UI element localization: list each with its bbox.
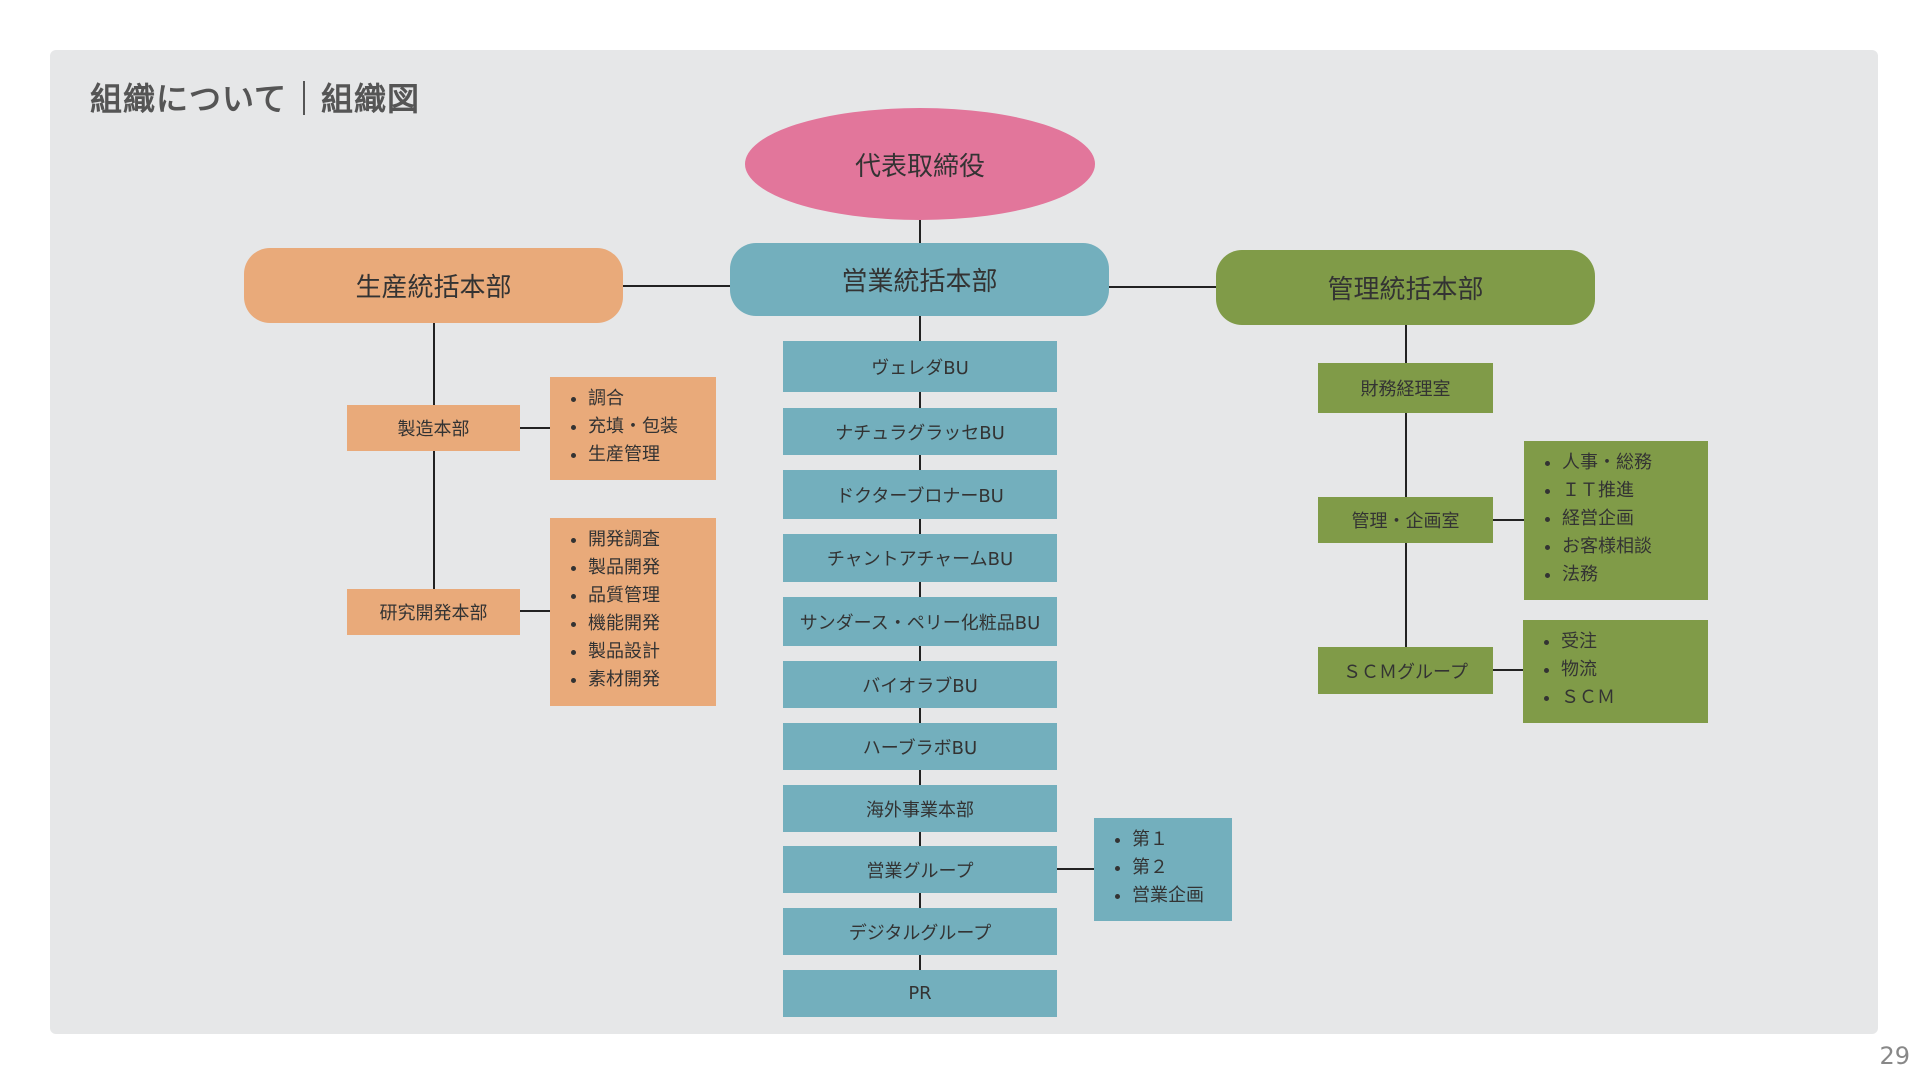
scm-unit: ＳＣＭグループ — [1318, 647, 1493, 694]
manufacturing-unit-label: 製造本部 — [397, 419, 470, 440]
ceo-node: 代表取締役 — [745, 108, 1095, 220]
list-item: 生産管理 — [588, 441, 706, 469]
sales-unit-pr: PR — [783, 970, 1057, 1017]
list-item: 第２ — [1132, 854, 1222, 882]
sales-unit-chantacharm: チャントアチャームBU — [783, 534, 1057, 582]
production-division-label: 生産統括本部 — [355, 273, 512, 303]
sales-unit-drbronner: ドクターブロナーBU — [783, 470, 1057, 519]
sales-unit-label: ドクターブロナーBU — [836, 485, 1004, 507]
title-divider — [303, 81, 306, 115]
scm-items: 受注 物流 ＳＣＭ — [1523, 620, 1708, 723]
list-item: 法務 — [1562, 561, 1698, 589]
sales-division-label: 営業統括本部 — [841, 267, 998, 297]
list-item: 機能開発 — [588, 610, 706, 638]
title-sub: 組織図 — [321, 80, 421, 118]
planning-unit: 管理・企画室 — [1318, 497, 1493, 543]
list-item: 経営企画 — [1562, 505, 1698, 533]
manufacturing-items: 調合 充填・包装 生産管理 — [550, 377, 716, 480]
sales-unit-salesgroup: 営業グループ — [783, 846, 1057, 893]
sales-unit-naturaglace: ナチュラグラッセBU — [783, 408, 1057, 455]
sales-division: 営業統括本部 — [730, 243, 1109, 316]
sales-unit-biolab: バイオラブBU — [783, 661, 1057, 708]
title-main: 組織について — [90, 80, 288, 118]
planning-unit-label: 管理・企画室 — [1351, 511, 1460, 532]
sales-unit-sanderspeary: サンダース・ペリー化粧品BU — [783, 597, 1057, 646]
sales-unit-label: ハーブラボBU — [862, 737, 978, 759]
sales-unit-label: ヴェレダBU — [871, 357, 969, 379]
list-item: 人事・総務 — [1562, 449, 1698, 477]
list-item: 第１ — [1132, 826, 1222, 854]
sales-unit-label: デジタルグループ — [848, 922, 992, 944]
sales-unit-digital: デジタルグループ — [783, 908, 1057, 955]
management-division-label: 管理統括本部 — [1327, 275, 1484, 305]
page-title: 組織について組織図 — [90, 74, 420, 120]
list-item: 開発調査 — [588, 526, 706, 554]
sales-unit-overseas: 海外事業本部 — [783, 785, 1057, 832]
sales-unit-weleda: ヴェレダBU — [783, 341, 1057, 392]
list-item: ＳＣＭ — [1561, 684, 1698, 712]
sales-unit-label: チャントアチャームBU — [826, 549, 1014, 570]
sales-unit-label: ナチュラグラッセBU — [835, 422, 1005, 444]
list-item: 素材開発 — [588, 666, 706, 694]
sales-unit-label: 海外事業本部 — [866, 799, 974, 821]
list-item: 物流 — [1561, 656, 1698, 684]
finance-unit: 財務経理室 — [1318, 363, 1493, 413]
list-item: 製品設計 — [588, 638, 706, 666]
planning-items: 人事・総務 ＩＴ推進 経営企画 お客様相談 法務 — [1524, 441, 1708, 600]
rnd-unit: 研究開発本部 — [347, 589, 520, 635]
finance-unit-label: 財務経理室 — [1360, 379, 1451, 400]
list-item: 品質管理 — [588, 582, 706, 610]
management-division: 管理統括本部 — [1216, 250, 1595, 325]
scm-unit-label: ＳＣＭグループ — [1343, 661, 1468, 683]
list-item: ＩＴ推進 — [1562, 477, 1698, 505]
ceo-label: 代表取締役 — [854, 151, 985, 182]
sales-unit-label: サンダース・ペリー化粧品BU — [799, 612, 1041, 634]
list-item: 調合 — [588, 385, 706, 413]
manufacturing-unit: 製造本部 — [347, 405, 520, 451]
list-item: 営業企画 — [1132, 882, 1222, 910]
rnd-items: 開発調査 製品開発 品質管理 機能開発 製品設計 素材開発 — [550, 518, 716, 706]
sales-unit-herblab: ハーブラボBU — [783, 723, 1057, 770]
list-item: お客様相談 — [1562, 533, 1698, 561]
sales-unit-label: 営業グループ — [866, 860, 974, 882]
rnd-unit-label: 研究開発本部 — [379, 603, 488, 624]
page-number: 29 — [1879, 1042, 1910, 1070]
production-division: 生産統括本部 — [244, 248, 623, 323]
list-item: 充填・包装 — [588, 413, 706, 441]
sales-unit-label: バイオラブBU — [862, 675, 978, 697]
list-item: 受注 — [1561, 628, 1698, 656]
list-item: 製品開発 — [588, 554, 706, 582]
sales-unit-label: PR — [908, 983, 932, 1004]
salesgroup-items: 第１ 第２ 営業企画 — [1094, 818, 1232, 921]
